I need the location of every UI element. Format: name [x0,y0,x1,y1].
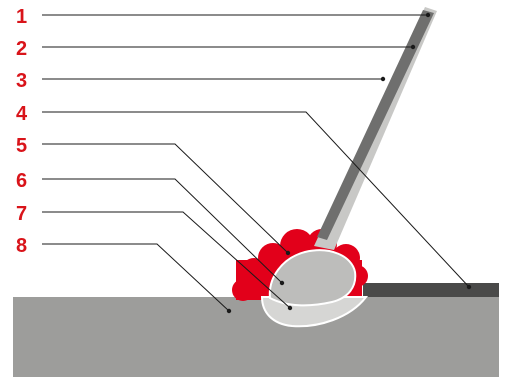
electrode-core [317,10,434,240]
label-6: 6 [16,170,27,192]
leader-dot-1 [425,12,431,18]
label-3: 3 [16,70,27,92]
label-1: 1 [16,6,27,28]
leader-dot-6 [279,280,285,286]
leader-dot-2 [410,44,416,50]
number-labels: 1 2 3 4 5 6 7 8 [16,6,28,257]
leader-lines [42,14,470,312]
leader-dot-7 [287,305,293,311]
leader-line-8 [42,243,230,312]
arc [268,249,357,307]
leader-dot-8 [226,308,232,314]
leader-dots [226,12,472,314]
leader-line-6 [42,178,283,284]
leader-dot-4 [466,284,472,290]
leader-line-7 [42,211,291,309]
leader-dot-3 [380,76,386,82]
label-8: 8 [16,235,27,257]
label-5: 5 [16,135,27,157]
label-7: 7 [16,203,27,225]
leader-line-4 [42,111,470,288]
slag-layer [363,283,499,297]
leader-line-5 [42,143,289,254]
label-4: 4 [16,103,28,125]
leader-dot-5 [285,250,291,256]
base-metal [13,297,499,377]
label-2: 2 [16,38,27,60]
